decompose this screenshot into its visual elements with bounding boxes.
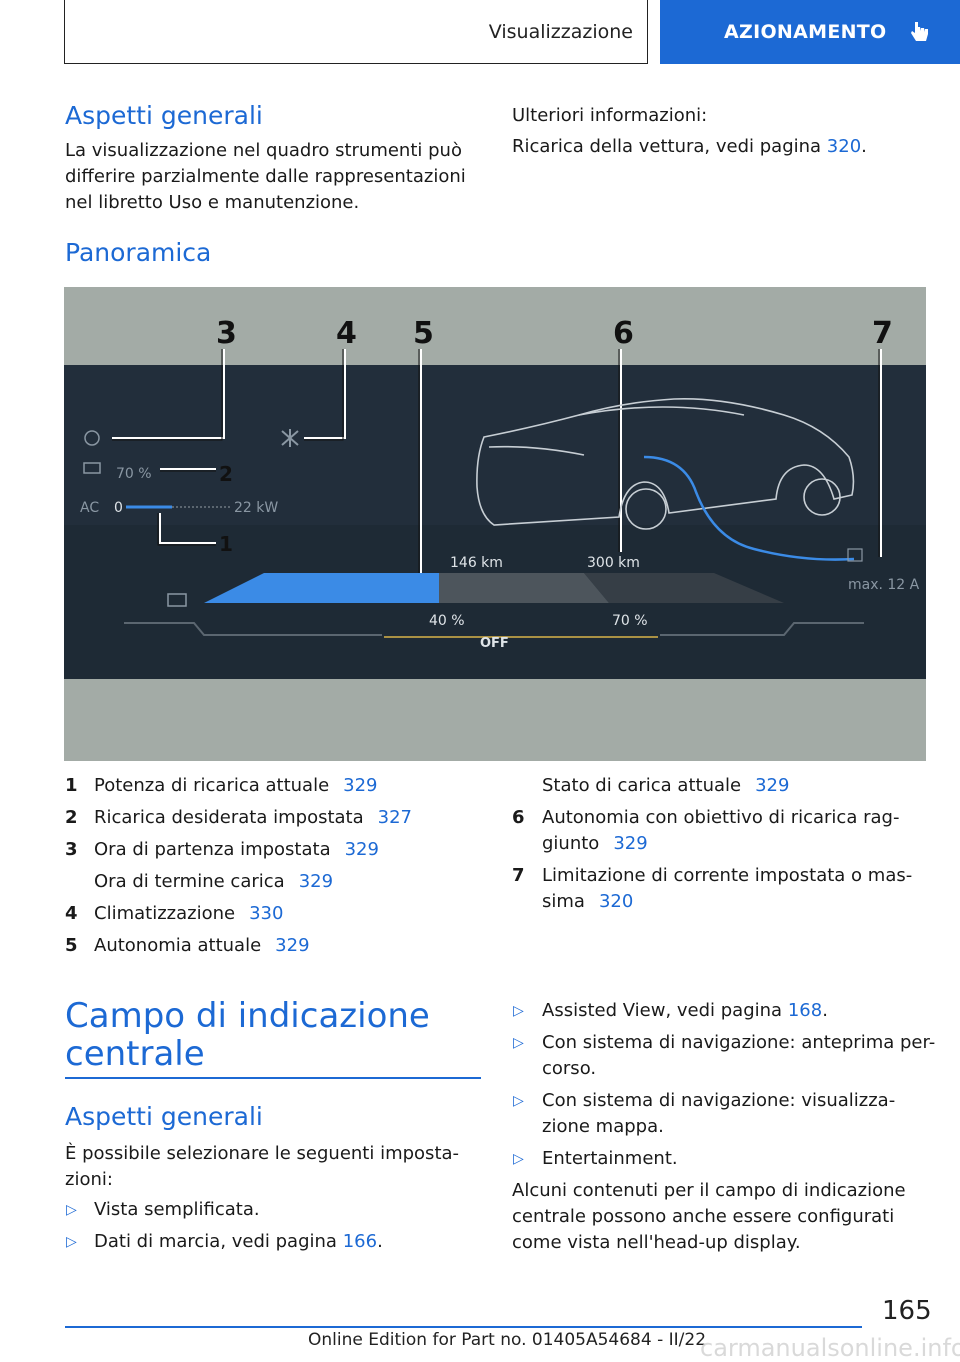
legend-num-2: 2	[65, 807, 78, 828]
callout-1: 1	[219, 532, 233, 556]
central-sub-heading: Aspetti generali	[65, 1102, 263, 1131]
page-link[interactable]: 168	[787, 1000, 823, 1021]
range-target: 300 km	[587, 555, 640, 571]
legend-num-1: 1	[65, 775, 78, 796]
callout-3: 3	[216, 316, 237, 351]
page-link[interactable]: 329	[755, 775, 790, 796]
legend-item-7: Limitazione di corrente impostata o mas-…	[542, 865, 913, 912]
bullet-icon: ▷	[513, 1035, 524, 1051]
wallbox-icon	[847, 548, 863, 562]
bullet-icon: ▷	[66, 1202, 77, 1218]
range-now: 146 km	[450, 555, 503, 571]
section-rule	[65, 1077, 481, 1079]
legend-num-5: 5	[65, 935, 78, 956]
callout-6: 6	[613, 316, 634, 351]
watermark: carmanualsonline.info	[700, 1334, 960, 1362]
instrument-cluster-figure: 3 4 5 6 7 2 1	[64, 287, 926, 761]
current-limit: max. 12 A	[848, 577, 920, 593]
page-link[interactable]: 329	[613, 833, 648, 854]
callout-5: 5	[413, 316, 434, 351]
callout-line-1	[159, 513, 216, 544]
central-closing: Alcuni contenuti per il campo di indicaz…	[512, 1180, 906, 1253]
ac-max: 22 kW	[234, 500, 278, 516]
legend-num-6: 6	[512, 807, 525, 828]
bullet-route-preview: Con sistema di navigazione: anteprima pe…	[542, 1032, 936, 1079]
overview-heading: Panoramica	[65, 238, 212, 267]
ac-min: 0	[114, 500, 123, 516]
footer-rule	[65, 1326, 862, 1328]
legend-num-4: 4	[65, 903, 78, 924]
more-info-heading: Ulteriori informazioni:	[512, 105, 708, 126]
header-chapter-tab: AZIONAMENTO	[660, 0, 960, 64]
central-intro: È possibile selezionare le seguenti impo…	[65, 1143, 460, 1190]
soc-now: 40 %	[429, 613, 465, 629]
soc-target-bar: 70 %	[612, 613, 648, 629]
car-silhouette	[476, 398, 855, 530]
ac-label: AC	[80, 500, 99, 516]
page-link[interactable]: 329	[275, 935, 310, 956]
charging-cable	[643, 455, 855, 561]
callout-line-4	[304, 349, 346, 439]
page-link[interactable]: 320	[598, 891, 634, 912]
page-link[interactable]: 330	[249, 903, 284, 924]
off-label: OFF	[480, 636, 509, 651]
callout-line-3	[112, 349, 225, 439]
page-link[interactable]: 166	[342, 1231, 378, 1252]
intro-heading: Aspetti generali	[65, 101, 263, 130]
bullet-trip-data: Dati di marcia, vedi pagina 166.	[94, 1231, 383, 1252]
plug-icon	[83, 462, 101, 474]
hand-icon	[910, 22, 928, 41]
edition-text: Online Edition for Part no. 01405A54684 …	[308, 1330, 707, 1350]
legend-num-3: 3	[65, 839, 78, 860]
soc-target-value: 70 %	[116, 466, 152, 482]
legend-num-7: 7	[512, 865, 525, 886]
bullet-assisted-view: Assisted View, vedi pagina 168.	[542, 1000, 828, 1021]
more-info-text: Ricarica della vettura, vedi pagina 320.	[512, 136, 867, 157]
clock-icon	[84, 430, 100, 446]
range-bar-current	[204, 573, 439, 603]
range-bar-target	[439, 573, 609, 603]
bullet-icon: ▷	[513, 1093, 524, 1109]
header-section-tab: Visualizzazione	[64, 0, 648, 64]
section-label: Visualizzazione	[488, 20, 633, 43]
bullet-map-view: Con sistema di navigazione: visualizza-z…	[542, 1090, 896, 1137]
callout-7: 7	[872, 316, 893, 351]
page-link[interactable]: 329	[343, 775, 378, 796]
bullet-icon: ▷	[513, 1003, 524, 1019]
bullet-entertainment: Entertainment.	[542, 1148, 678, 1169]
bullet-simplified: Vista semplificata.	[94, 1199, 260, 1220]
chapter-label: AZIONAMENTO	[724, 21, 887, 43]
page-link[interactable]: 329	[298, 871, 334, 892]
page-link[interactable]: 329	[344, 839, 379, 860]
callout-2: 2	[219, 462, 233, 486]
bullet-icon: ▷	[513, 1151, 524, 1167]
callout-4: 4	[336, 316, 357, 351]
page-link[interactable]: 320	[826, 136, 862, 157]
fan-icon	[281, 429, 299, 447]
battery-icon	[167, 593, 187, 607]
legend-item-6: Autonomia con obiettivo di ricarica rag-…	[542, 807, 900, 854]
page-link[interactable]: 327	[377, 807, 412, 828]
bullet-icon: ▷	[66, 1234, 77, 1250]
intro-text: La visualizzazione nel quadro strumenti …	[65, 140, 466, 213]
page-number: 165	[882, 1296, 932, 1326]
